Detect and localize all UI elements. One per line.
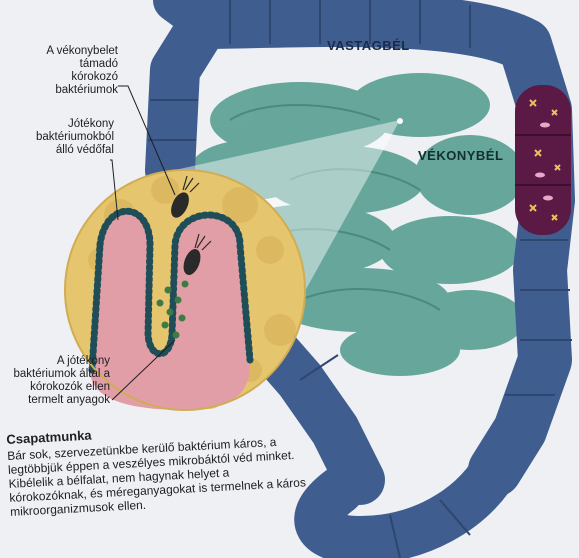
small-intestine-label: VÉKONYBÉL: [418, 148, 503, 163]
substances-label: A jótékony baktériumok által a kórokozók…: [8, 355, 110, 407]
caption: Csapatmunka Bár sok, szervezetünkbe kerü…: [6, 416, 310, 519]
protective-wall-label: Jótékony baktériumokból álló védőfal: [34, 118, 114, 157]
large-intestine-label: VASTAGBÉL: [327, 38, 410, 53]
harmful-bacteria-label: A vékonybelet támadó kórokozó baktériumo…: [30, 45, 118, 97]
infected-segment: [515, 85, 571, 235]
